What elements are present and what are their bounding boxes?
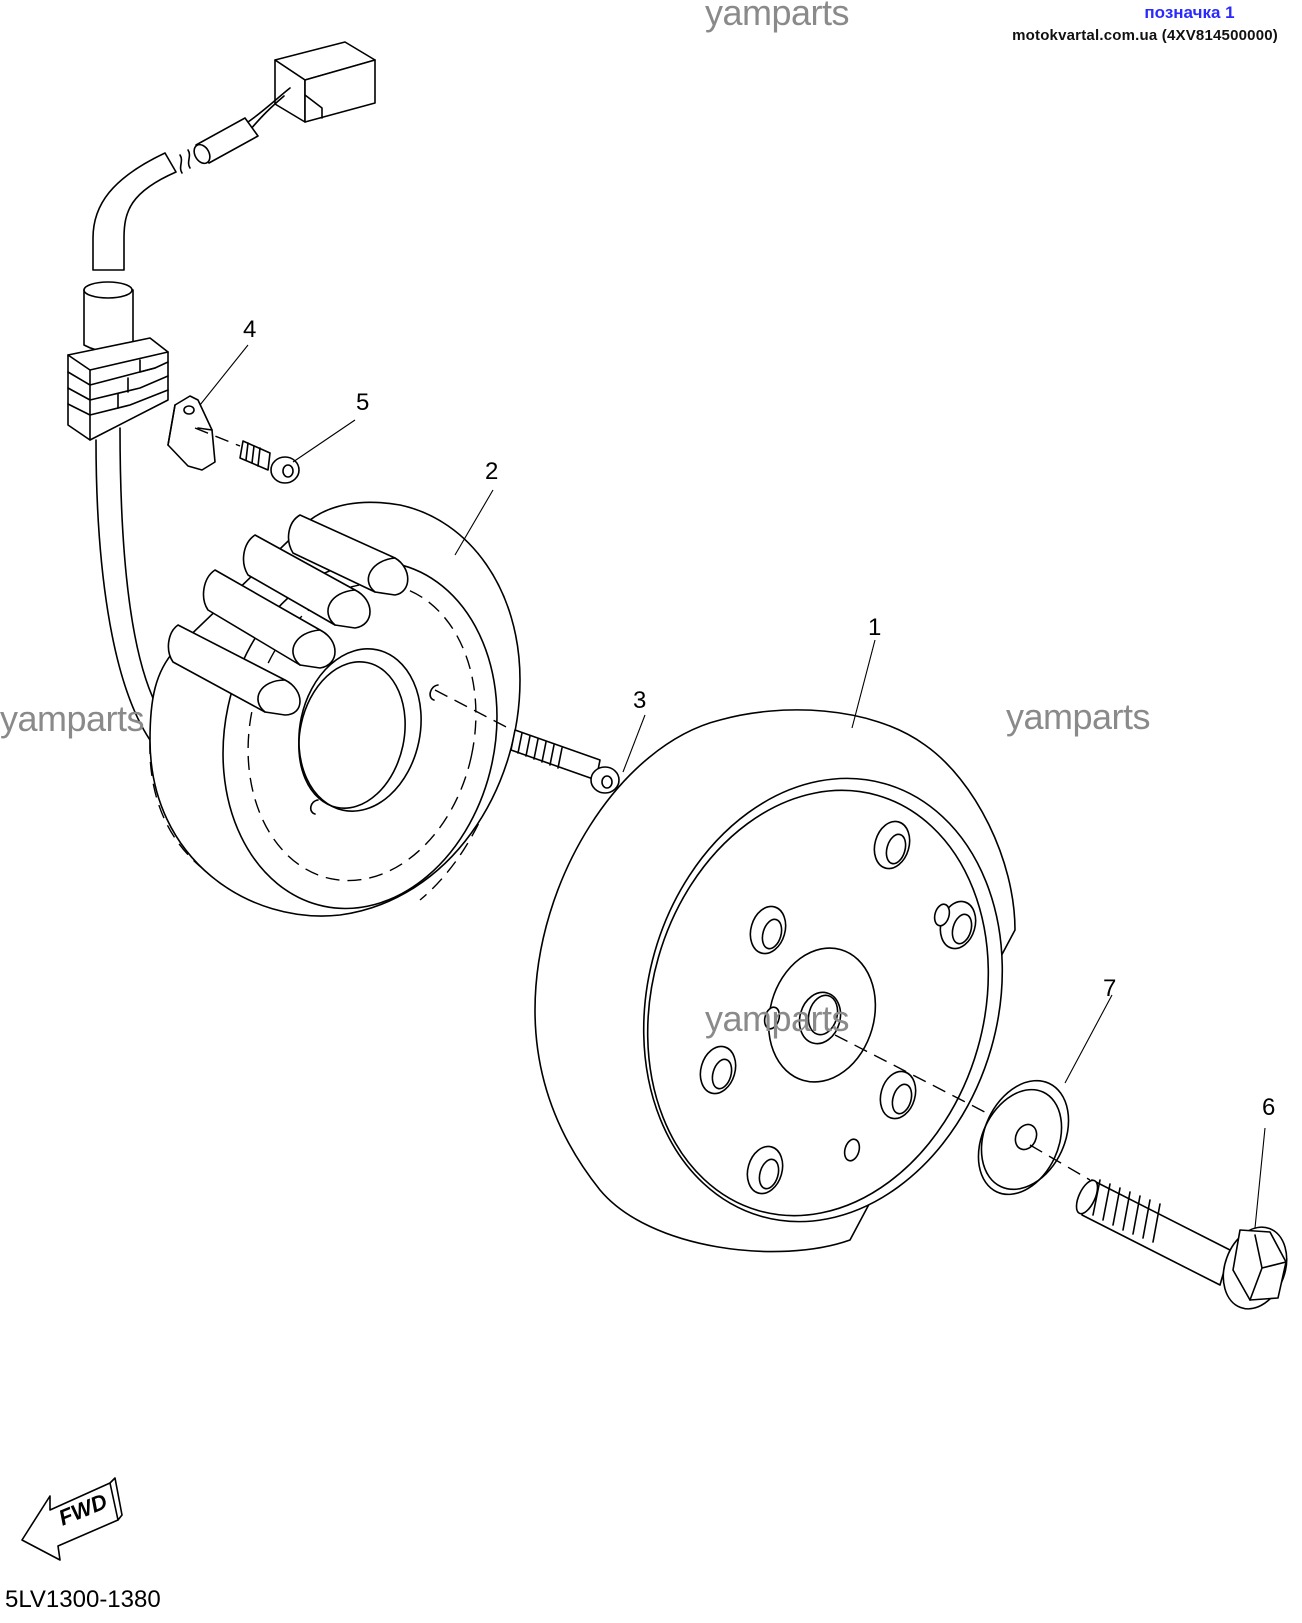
flange-bolt-part-6: [1029, 1144, 1288, 1310]
callout-2: 2: [485, 458, 499, 485]
rotor-part-1: [534, 709, 1016, 1253]
washer-part-7: [834, 1034, 1070, 1196]
callout-6: 6: [1262, 1094, 1276, 1121]
callout-7: 7: [1103, 975, 1117, 1002]
bookmark-label[interactable]: позначка 1: [1144, 3, 1235, 22]
callout-3: 3: [633, 687, 647, 714]
callout-1: 1: [868, 614, 882, 641]
callout-4: 4: [243, 316, 257, 343]
watermark: yamparts: [1006, 696, 1151, 737]
site-label: motokvartal.com.ua (4XV814500000): [1012, 27, 1278, 44]
watermark: yamparts: [0, 698, 145, 739]
screw-part-5: [194, 427, 300, 484]
clamp-part-4: [167, 395, 216, 471]
watermark: yamparts: [705, 998, 850, 1039]
stator-part-2: [149, 501, 521, 917]
bolt-part-3: [434, 689, 620, 794]
fwd-arrow-icon: [21, 1477, 123, 1561]
leader-lines: [199, 344, 1266, 1229]
diagram-code: 5LV1300-1380: [5, 1586, 161, 1613]
callout-5: 5: [356, 389, 370, 416]
watermark: yamparts: [705, 0, 850, 33]
wire-harness: [67, 41, 376, 741]
